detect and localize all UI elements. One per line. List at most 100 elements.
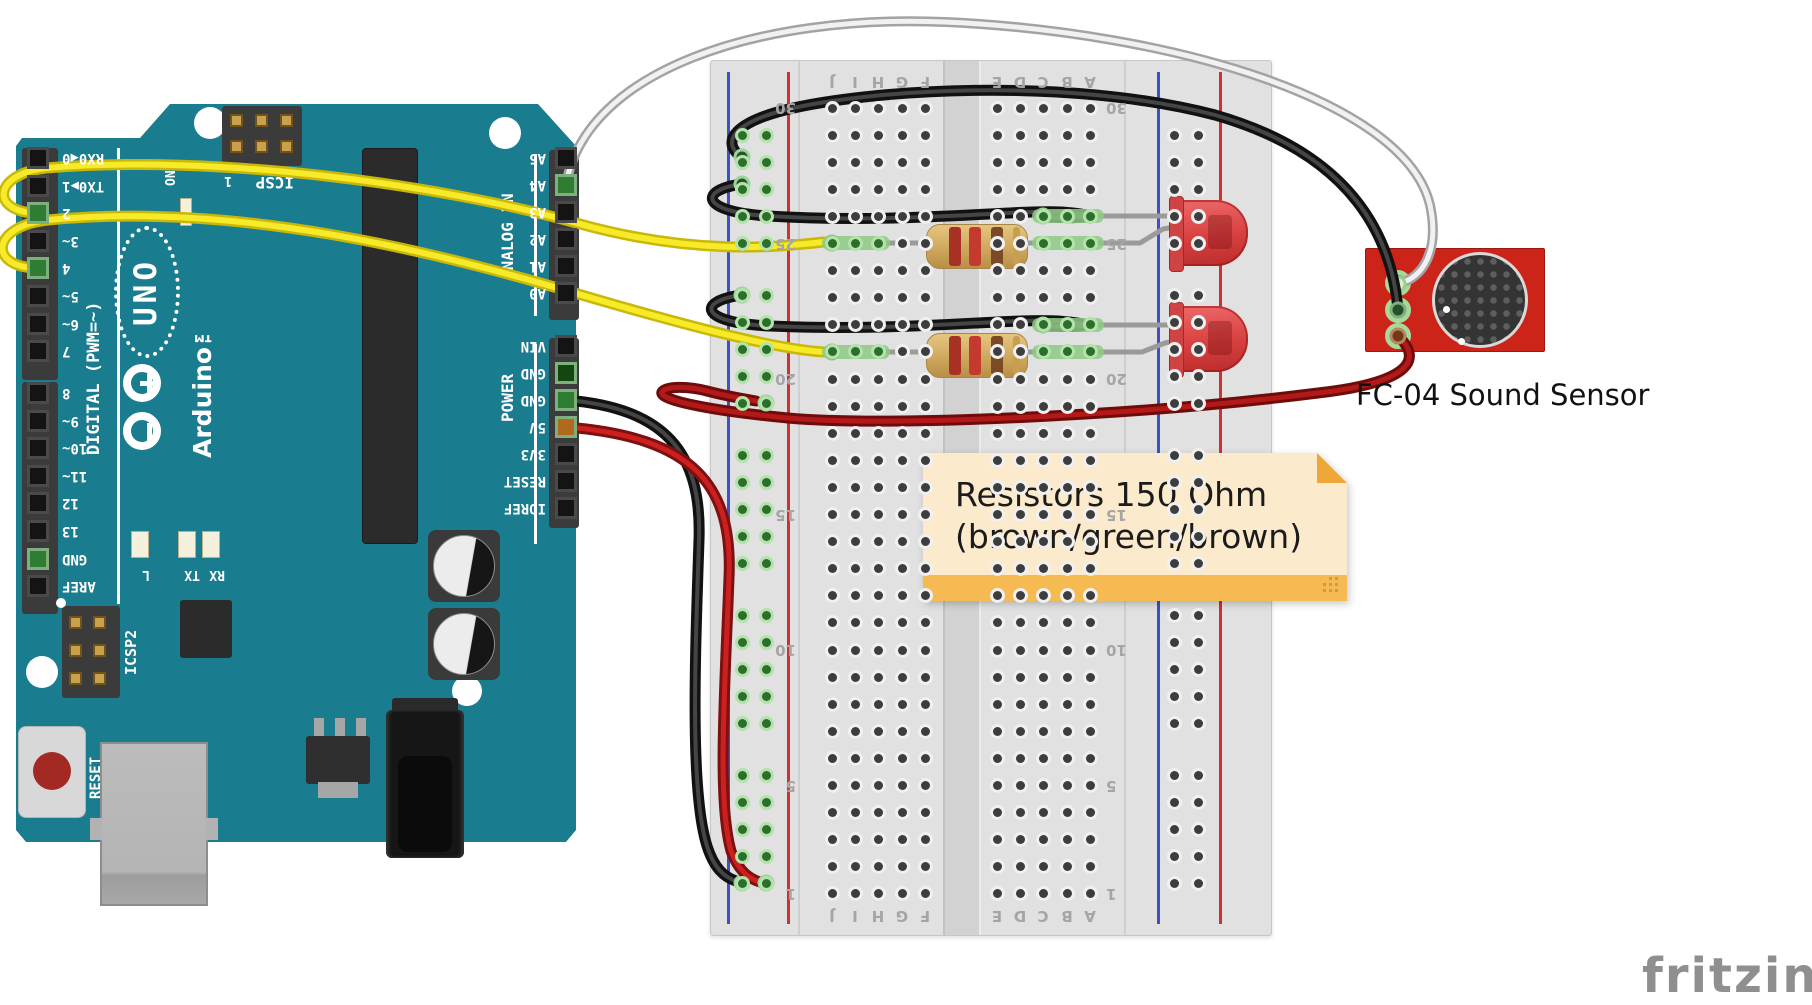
breadboard-hole [827, 645, 837, 655]
breadboard-hole [1015, 211, 1025, 221]
breadboard-hole [1038, 808, 1048, 818]
breadboard-hole [1038, 266, 1048, 276]
rail-hole [1193, 238, 1203, 248]
pin-label: 6~ [62, 315, 79, 332]
rail-hole [737, 664, 747, 674]
rail-hole [1169, 531, 1179, 541]
header-pin [555, 335, 577, 357]
rail-hole [1169, 290, 1179, 300]
breadboard-hole [897, 239, 907, 248]
pin-label: GND [62, 550, 88, 567]
column-letter: H [871, 73, 885, 91]
rail-hole [1169, 184, 1179, 194]
sensor-silk-dot [1458, 338, 1465, 345]
rail-hole [1193, 637, 1203, 647]
breadboard-hole [850, 103, 860, 113]
breadboard-hole [1085, 645, 1095, 655]
icsp-pin [69, 672, 82, 685]
rail-hole [737, 238, 747, 248]
rail-hole [761, 130, 771, 140]
resistor-150ohm-2[interactable] [926, 333, 1028, 378]
breadboard-hole [1038, 103, 1048, 113]
pin-label: 8 [62, 385, 71, 401]
header-pin [27, 340, 49, 363]
resistor-band [969, 336, 981, 375]
breadboard-hole [897, 726, 907, 736]
breadboard-hole [1015, 293, 1025, 303]
breadboard-hole [850, 157, 860, 167]
breadboard-hole [873, 510, 883, 519]
header-pin [555, 228, 577, 250]
breadboard-hole [1085, 537, 1095, 547]
pin-label: 5V [529, 419, 546, 435]
breadboard-hole [873, 699, 883, 709]
reset-button[interactable] [33, 752, 71, 790]
breadboard-hole [1038, 862, 1048, 872]
capacitor [433, 613, 495, 675]
breadboard-hole [920, 564, 930, 574]
breadboard-hole [992, 537, 1002, 547]
breadboard-hole [992, 239, 1002, 248]
red-led-2[interactable] [1169, 302, 1248, 378]
breadboard-hole [897, 455, 907, 465]
breadboard-hole [827, 211, 837, 221]
row-number: 15 [1106, 505, 1127, 524]
breadboard-hole [897, 130, 907, 140]
header-pin [555, 443, 577, 465]
rail-hole [1169, 770, 1179, 780]
breadboard-hole [920, 347, 930, 357]
breadboard-hole [1085, 564, 1095, 574]
breadboard-hole [920, 726, 930, 736]
rail-hole [1169, 344, 1179, 354]
breadboard-hole [827, 753, 837, 763]
breadboard-hole [873, 808, 883, 818]
breadboard-hole [1085, 455, 1095, 465]
plus-icon [147, 374, 152, 393]
breadboard-hole [920, 672, 930, 682]
breadboard-hole [850, 618, 860, 628]
rail-hole [737, 398, 747, 408]
led-rx-label: RX [209, 567, 225, 582]
note-resize-handle[interactable] [1323, 583, 1326, 586]
rail-hole [1193, 398, 1203, 408]
rail-hole [737, 317, 747, 327]
sticky-note[interactable]: Resistors 150 Ohm (brown/green/brown) [923, 453, 1347, 601]
row-number: 30 [1106, 99, 1127, 117]
capacitor [433, 535, 495, 597]
breadboard-hole [873, 591, 883, 601]
header-pin [27, 575, 49, 598]
breadboard-hole [992, 401, 1002, 411]
breadboard-hole [920, 266, 930, 276]
breadboard-hole [1038, 699, 1048, 709]
led-rx [202, 531, 220, 558]
breadboard-hole [1085, 482, 1095, 492]
rail-hole [761, 770, 771, 780]
rail-hole [761, 477, 771, 487]
breadboard-hole [827, 293, 837, 303]
red-led-1[interactable] [1169, 196, 1248, 272]
silk-line-power [534, 344, 537, 544]
rail-hole [737, 878, 747, 888]
breadboard-hole [873, 239, 883, 248]
column-letter: I [852, 907, 858, 925]
breadboard-hole [920, 157, 930, 167]
column-letter: G [895, 907, 909, 925]
breadboard-hole [897, 564, 907, 574]
rail-hole [737, 184, 747, 194]
resistor-150ohm-1[interactable] [926, 224, 1028, 269]
breadboard-hole [920, 510, 930, 519]
column-letter: H [871, 907, 885, 925]
breadboard-hole [827, 482, 837, 492]
breadboard-hole [1062, 401, 1072, 411]
breadboard-hole [1015, 862, 1025, 872]
breadboard-hole [873, 618, 883, 628]
header-pin [27, 285, 49, 307]
breadboard-hole [1015, 645, 1025, 655]
row-number: 5 [785, 776, 796, 795]
header-pin [27, 409, 49, 432]
breadboard-hole [1085, 808, 1095, 818]
icsp-pin [93, 672, 106, 685]
row-number: 10 [775, 641, 796, 659]
breadboard-hole [992, 266, 1002, 276]
rail-hole [1169, 238, 1179, 248]
